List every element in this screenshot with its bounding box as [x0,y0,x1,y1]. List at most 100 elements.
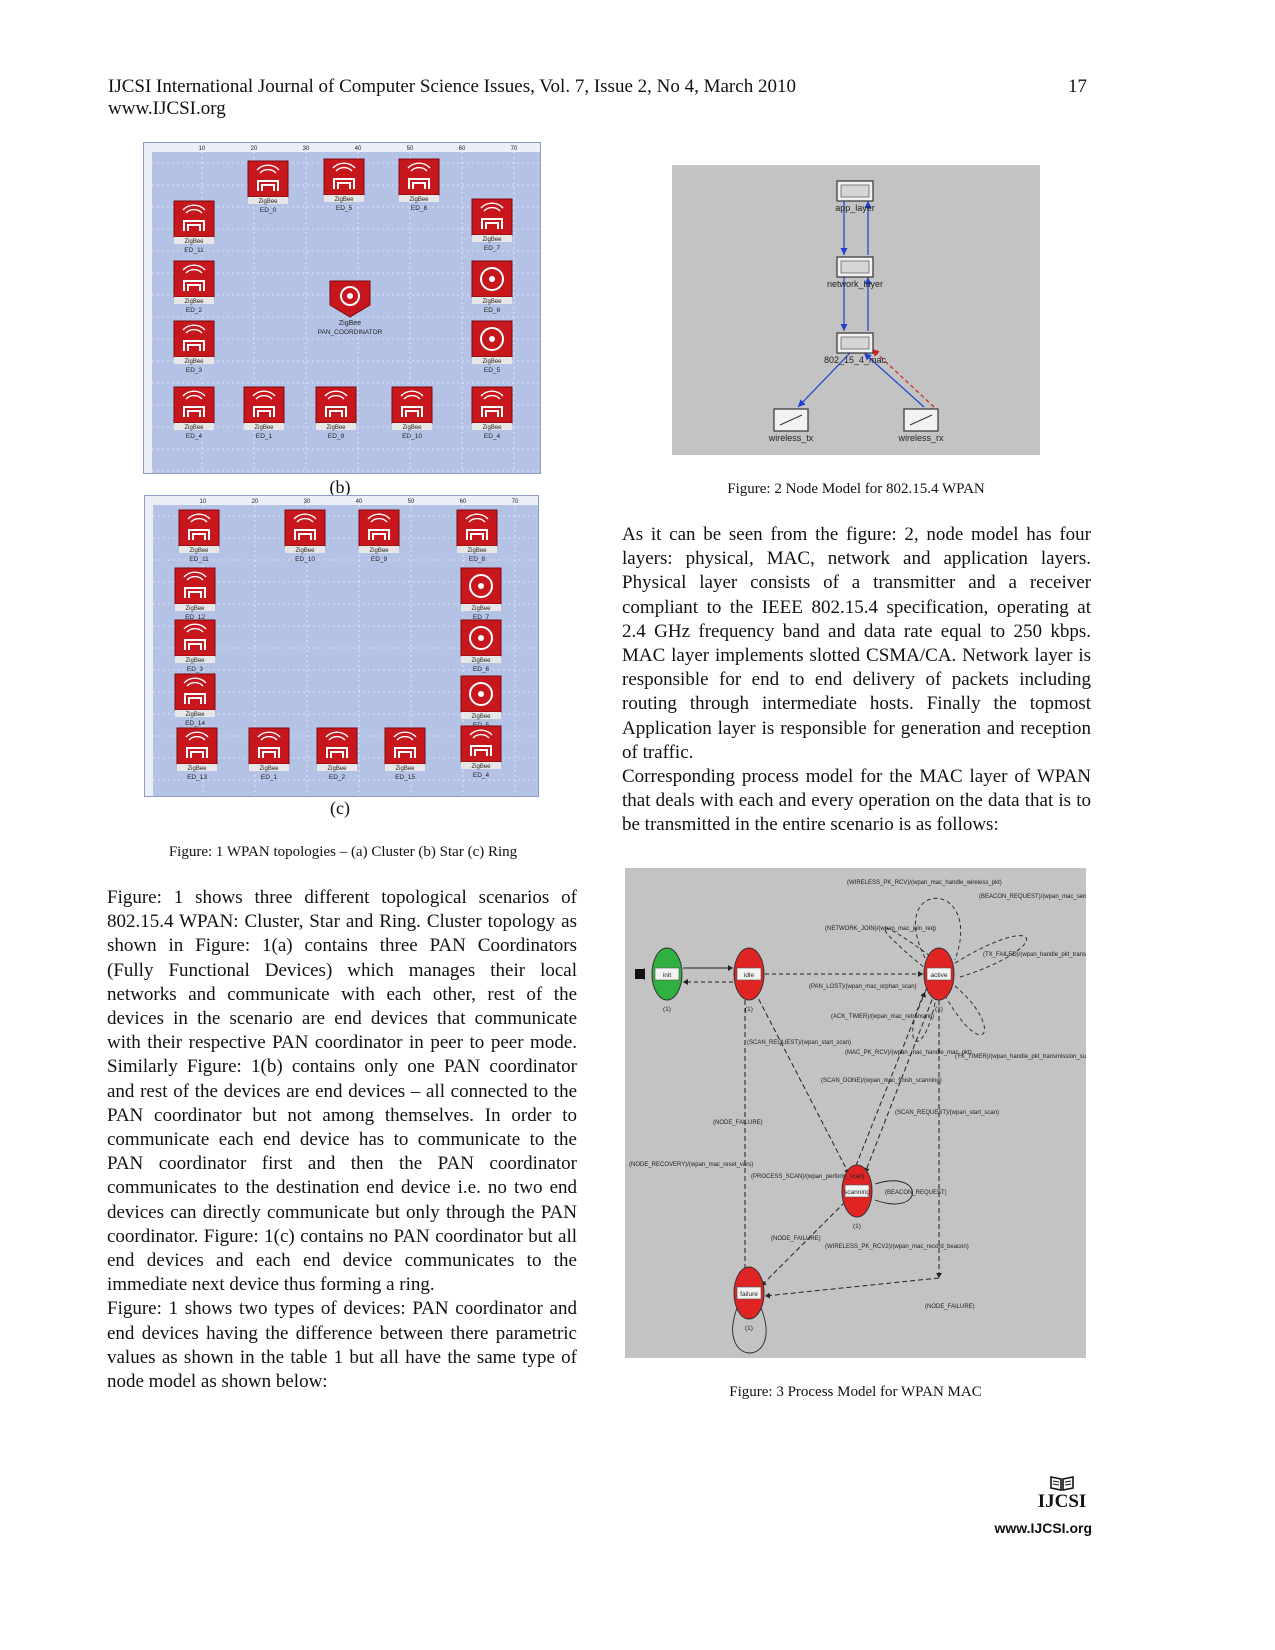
device-glyph [325,406,347,417]
device-body [247,160,289,198]
brand-strip [177,764,217,771]
signal-arcs [469,729,493,739]
self-loop [914,897,962,961]
transition-arrow [764,1277,940,1299]
device-body [384,727,426,765]
self-loop [912,987,938,1042]
device-label: ED_12 [185,614,205,621]
coordinator-core [489,276,495,282]
layer-label: network_layer [827,279,883,289]
brand-strip [244,423,284,430]
device-body [284,509,326,547]
device-brand: ZigBee [482,237,502,243]
coordinator-ring [469,682,493,706]
transition-arrow [852,991,926,1174]
state-code: (1) [745,1006,753,1013]
radio-label: wireless_tx [768,433,814,443]
transition-label: (TX_TIMER)/(wpan_handle_pkt_transmission… [955,1054,1086,1060]
ruler-label: 40 [355,146,362,152]
ruler-label: 50 [408,499,415,505]
device-body [391,386,433,424]
ruler-label: 10 [200,499,207,505]
device-brand: ZigBee [295,548,315,554]
brand-strip [472,235,512,242]
coordinator-ring [340,286,360,306]
brand-strip [174,423,214,430]
ruler-label: 30 [303,146,310,152]
signal-arcs [324,390,348,400]
device-glyph [257,180,279,191]
device-label: ED_5 [336,205,353,212]
device-glyph [183,220,205,231]
figure-1b-label: (b) [329,477,351,497]
state-code: (1) [935,1006,943,1013]
rx-link [863,352,925,408]
state-code: (1) [745,1325,753,1332]
device-label: ED_11 [189,556,209,563]
brand-strip [472,297,512,304]
transition-label: (NODE_FAILURE) [771,1236,821,1242]
state-label-box [654,967,680,981]
device-label: ED_10 [295,556,315,563]
coordinator-core [478,691,484,697]
signal-arcs [400,390,424,400]
device-brand: ZigBee [334,197,354,203]
brand-strip [461,604,501,611]
transition-label: (PROCESS_SCAN)/(wpan_perform_scan) [751,1174,864,1180]
device-brand: ZigBee [471,714,491,720]
device-body [248,727,290,765]
signal-arcs [393,731,417,741]
self-loop [732,1307,767,1354]
brand-strip [174,357,214,364]
state-label-box [736,967,762,981]
device-glyph [368,529,390,540]
transition-label: (SCAN_DONE)/(wpan_mac_finish_scanning) [821,1078,942,1084]
device-brand: ZigBee [254,425,274,431]
signal-arcs [256,164,280,174]
footer-url: www.IJCSI.org [994,1520,1093,1536]
transition-label: (TX_FAILED)/(wpan_handle_pkt_transmissio… [983,952,1086,958]
device-brand: ZigBee [482,299,502,305]
device-brand: ZigBee [471,764,491,770]
process-model-figure: init(1)idle(1)active(1)scanning(1)failur… [625,868,1086,1358]
state-label-box [844,1184,870,1198]
paragraph: Figure: 1 shows two types of devices: PA… [107,1298,577,1393]
device-label: ED_9 [328,433,345,440]
self-loop [874,1180,913,1205]
signal-arcs [183,677,207,687]
ruler-label: 50 [407,146,414,152]
device-glyph [184,693,206,704]
ruler-label: 30 [304,499,311,505]
brand-strip [174,297,214,304]
signal-arcs [480,202,504,212]
signal-arcs [252,390,276,400]
device-body [315,386,357,424]
layer-label: 802_15_4_mac [824,355,887,365]
brand-strip [175,656,215,663]
self-loop [884,927,931,969]
signal-arcs [257,731,281,741]
brand-strip [175,710,215,717]
device-brand: ZigBee [402,425,422,431]
left-ruler [144,143,152,473]
initial-marker [635,969,645,979]
device-brand: ZigBee [184,359,204,365]
signal-arcs [407,162,431,172]
page-number: 17 [1068,76,1087,97]
device-glyph [258,747,280,758]
device-glyph [481,406,503,417]
